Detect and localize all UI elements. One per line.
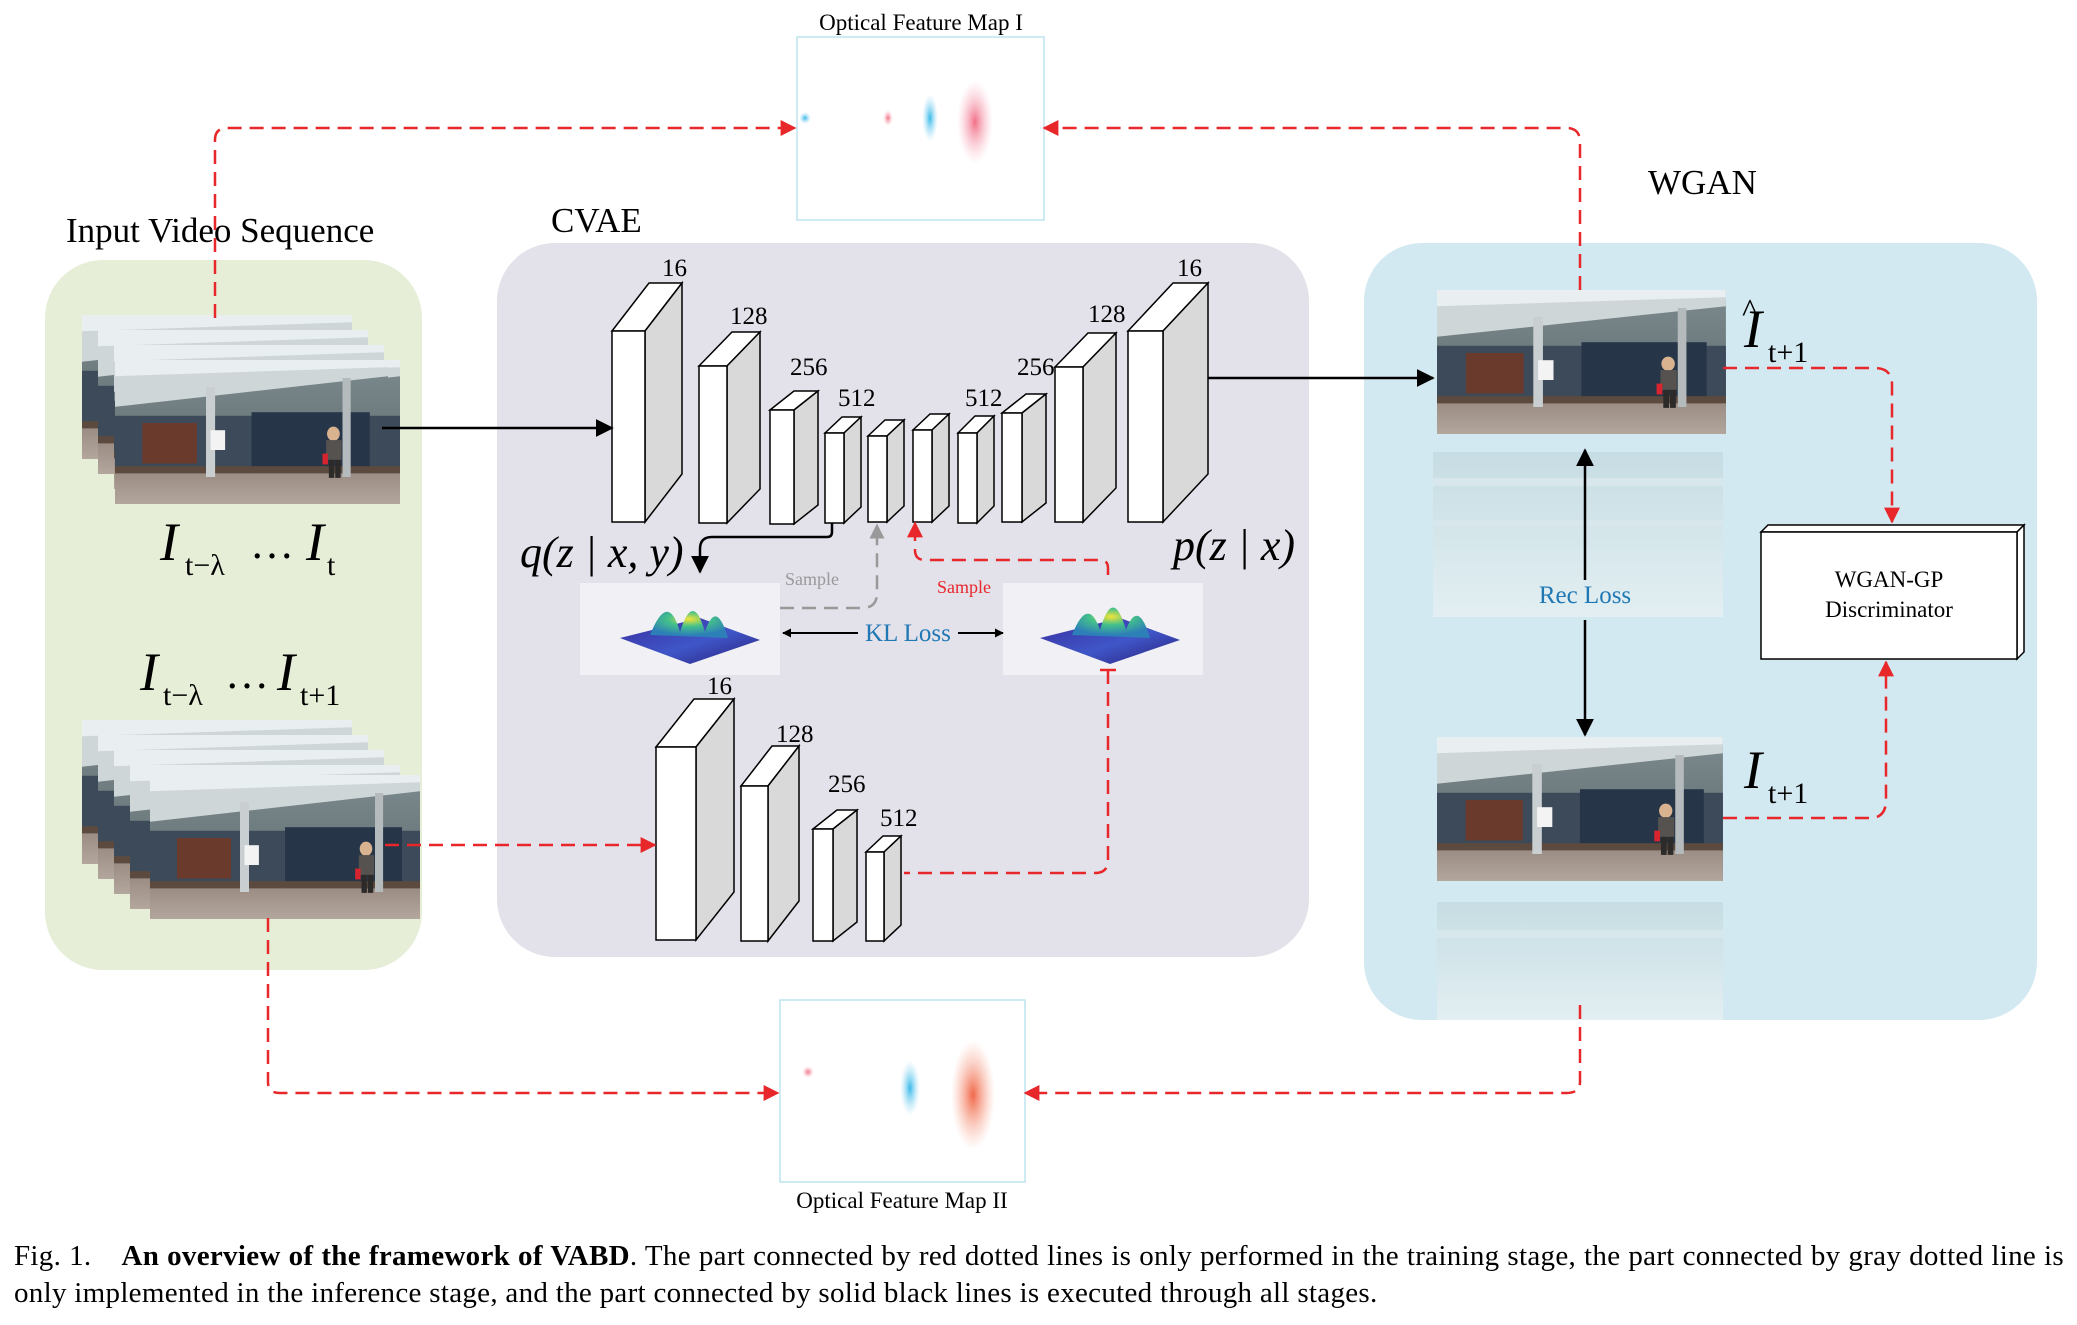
- prior-distribution-plot: [1003, 583, 1203, 675]
- post-label-128: 128: [776, 721, 814, 748]
- dec-block-256: [999, 392, 1049, 524]
- svg-text:Discriminator: Discriminator: [1825, 597, 1953, 622]
- post-block-128: [739, 743, 801, 944]
- solid-arrows: [382, 369, 1435, 574]
- p-label: p(z | x): [1170, 521, 1295, 570]
- optical-feature-map-1: [796, 36, 1045, 221]
- dec-block-128: [1053, 331, 1118, 524]
- enc-label-512: 512: [838, 385, 876, 412]
- cvae-title: CVAE: [551, 201, 642, 240]
- dec-label-512: 512: [965, 385, 1003, 412]
- optical-map-2-title: Optical Feature Map II: [796, 1188, 1007, 1213]
- input-panel-title: Input Video Sequence: [66, 211, 374, 250]
- optical-map-1-title: Optical Feature Map I: [819, 10, 1023, 35]
- q-label: q(z | x, y): [520, 528, 684, 577]
- svg-text:I: I: [305, 512, 327, 572]
- enc-label-128: 128: [730, 303, 768, 330]
- rec-loss-label: Rec Loss: [1539, 582, 1631, 609]
- enc-block-16: [610, 280, 684, 525]
- svg-text:t: t: [327, 549, 336, 582]
- svg-text:…: …: [250, 519, 294, 568]
- enc-block-512: [823, 415, 863, 525]
- enc-label-256: 256: [790, 354, 828, 381]
- enc-block-128: [697, 330, 762, 525]
- ground-truth-frame-image: [1437, 737, 1723, 1020]
- svg-text:I: I: [139, 642, 161, 702]
- label-ground-truth: I t+1: [1743, 740, 1808, 810]
- dec-label-128: 128: [1088, 301, 1126, 328]
- enc-block-256: [767, 389, 821, 526]
- vabd-framework-diagram: Optical Feature Map I Optical Feature Ma…: [45, 10, 2037, 1213]
- sample-label-gray: Sample: [785, 569, 839, 589]
- posterior-distribution-plot: [580, 583, 780, 675]
- svg-text:I: I: [159, 512, 181, 572]
- svg-text:t−λ: t−λ: [163, 679, 203, 712]
- svg-text:t+1: t+1: [1768, 777, 1808, 810]
- post-label-512: 512: [880, 805, 918, 832]
- kl-loss-label: KL Loss: [865, 620, 951, 647]
- enc-label-16: 16: [662, 255, 687, 282]
- label-predicted: I ^ t+1: [1742, 293, 1808, 369]
- optical-feature-map-2: [779, 999, 1026, 1183]
- figure-caption: Fig. 1. An overview of the framework of V…: [14, 1238, 2064, 1312]
- sample-label-red: Sample: [937, 577, 991, 597]
- wgan-title: WGAN: [1648, 163, 1757, 202]
- label-input-top: I t−λ … I t: [159, 512, 336, 582]
- cvae-network-blocks: [610, 280, 1210, 944]
- label-input-bottom: I t−λ … I t+1: [139, 642, 340, 712]
- svg-text:I: I: [1743, 299, 1765, 359]
- svg-text:t+1: t+1: [1768, 336, 1808, 369]
- post-label-16: 16: [707, 673, 732, 700]
- enc-mid-block-1: [866, 418, 906, 524]
- post-label-256: 256: [828, 771, 866, 798]
- dec-block-512b: [956, 414, 996, 525]
- post-block-256: [810, 808, 860, 943]
- svg-text:I: I: [276, 642, 298, 702]
- svg-text:I: I: [1743, 740, 1765, 800]
- caption-text: . The part connected by red dotted lines…: [14, 1240, 2064, 1309]
- wgan-gp-discriminator: WGAN-GP Discriminator: [1759, 523, 2026, 661]
- caption-label: Fig. 1.: [14, 1240, 92, 1272]
- caption-bold: An overview of the framework of VABD: [121, 1240, 630, 1272]
- svg-text:t−λ: t−λ: [185, 549, 225, 582]
- predicted-frame-image: [1433, 290, 1726, 617]
- dec-label-16: 16: [1177, 255, 1202, 282]
- dec-label-256: 256: [1017, 354, 1055, 381]
- red-dashed-paths: [213, 120, 1900, 1101]
- gray-sample-path: [780, 523, 885, 610]
- svg-text:t+1: t+1: [300, 679, 340, 712]
- input-frames-top: [82, 315, 400, 504]
- post-block-512: [864, 834, 903, 943]
- dec-mid-block-512: [911, 412, 951, 524]
- svg-text:WGAN-GP: WGAN-GP: [1835, 567, 1944, 592]
- svg-text:…: …: [225, 649, 269, 698]
- post-block-16: [654, 696, 736, 943]
- svg-text:^: ^: [1742, 293, 1758, 330]
- dec-block-16: [1126, 281, 1210, 524]
